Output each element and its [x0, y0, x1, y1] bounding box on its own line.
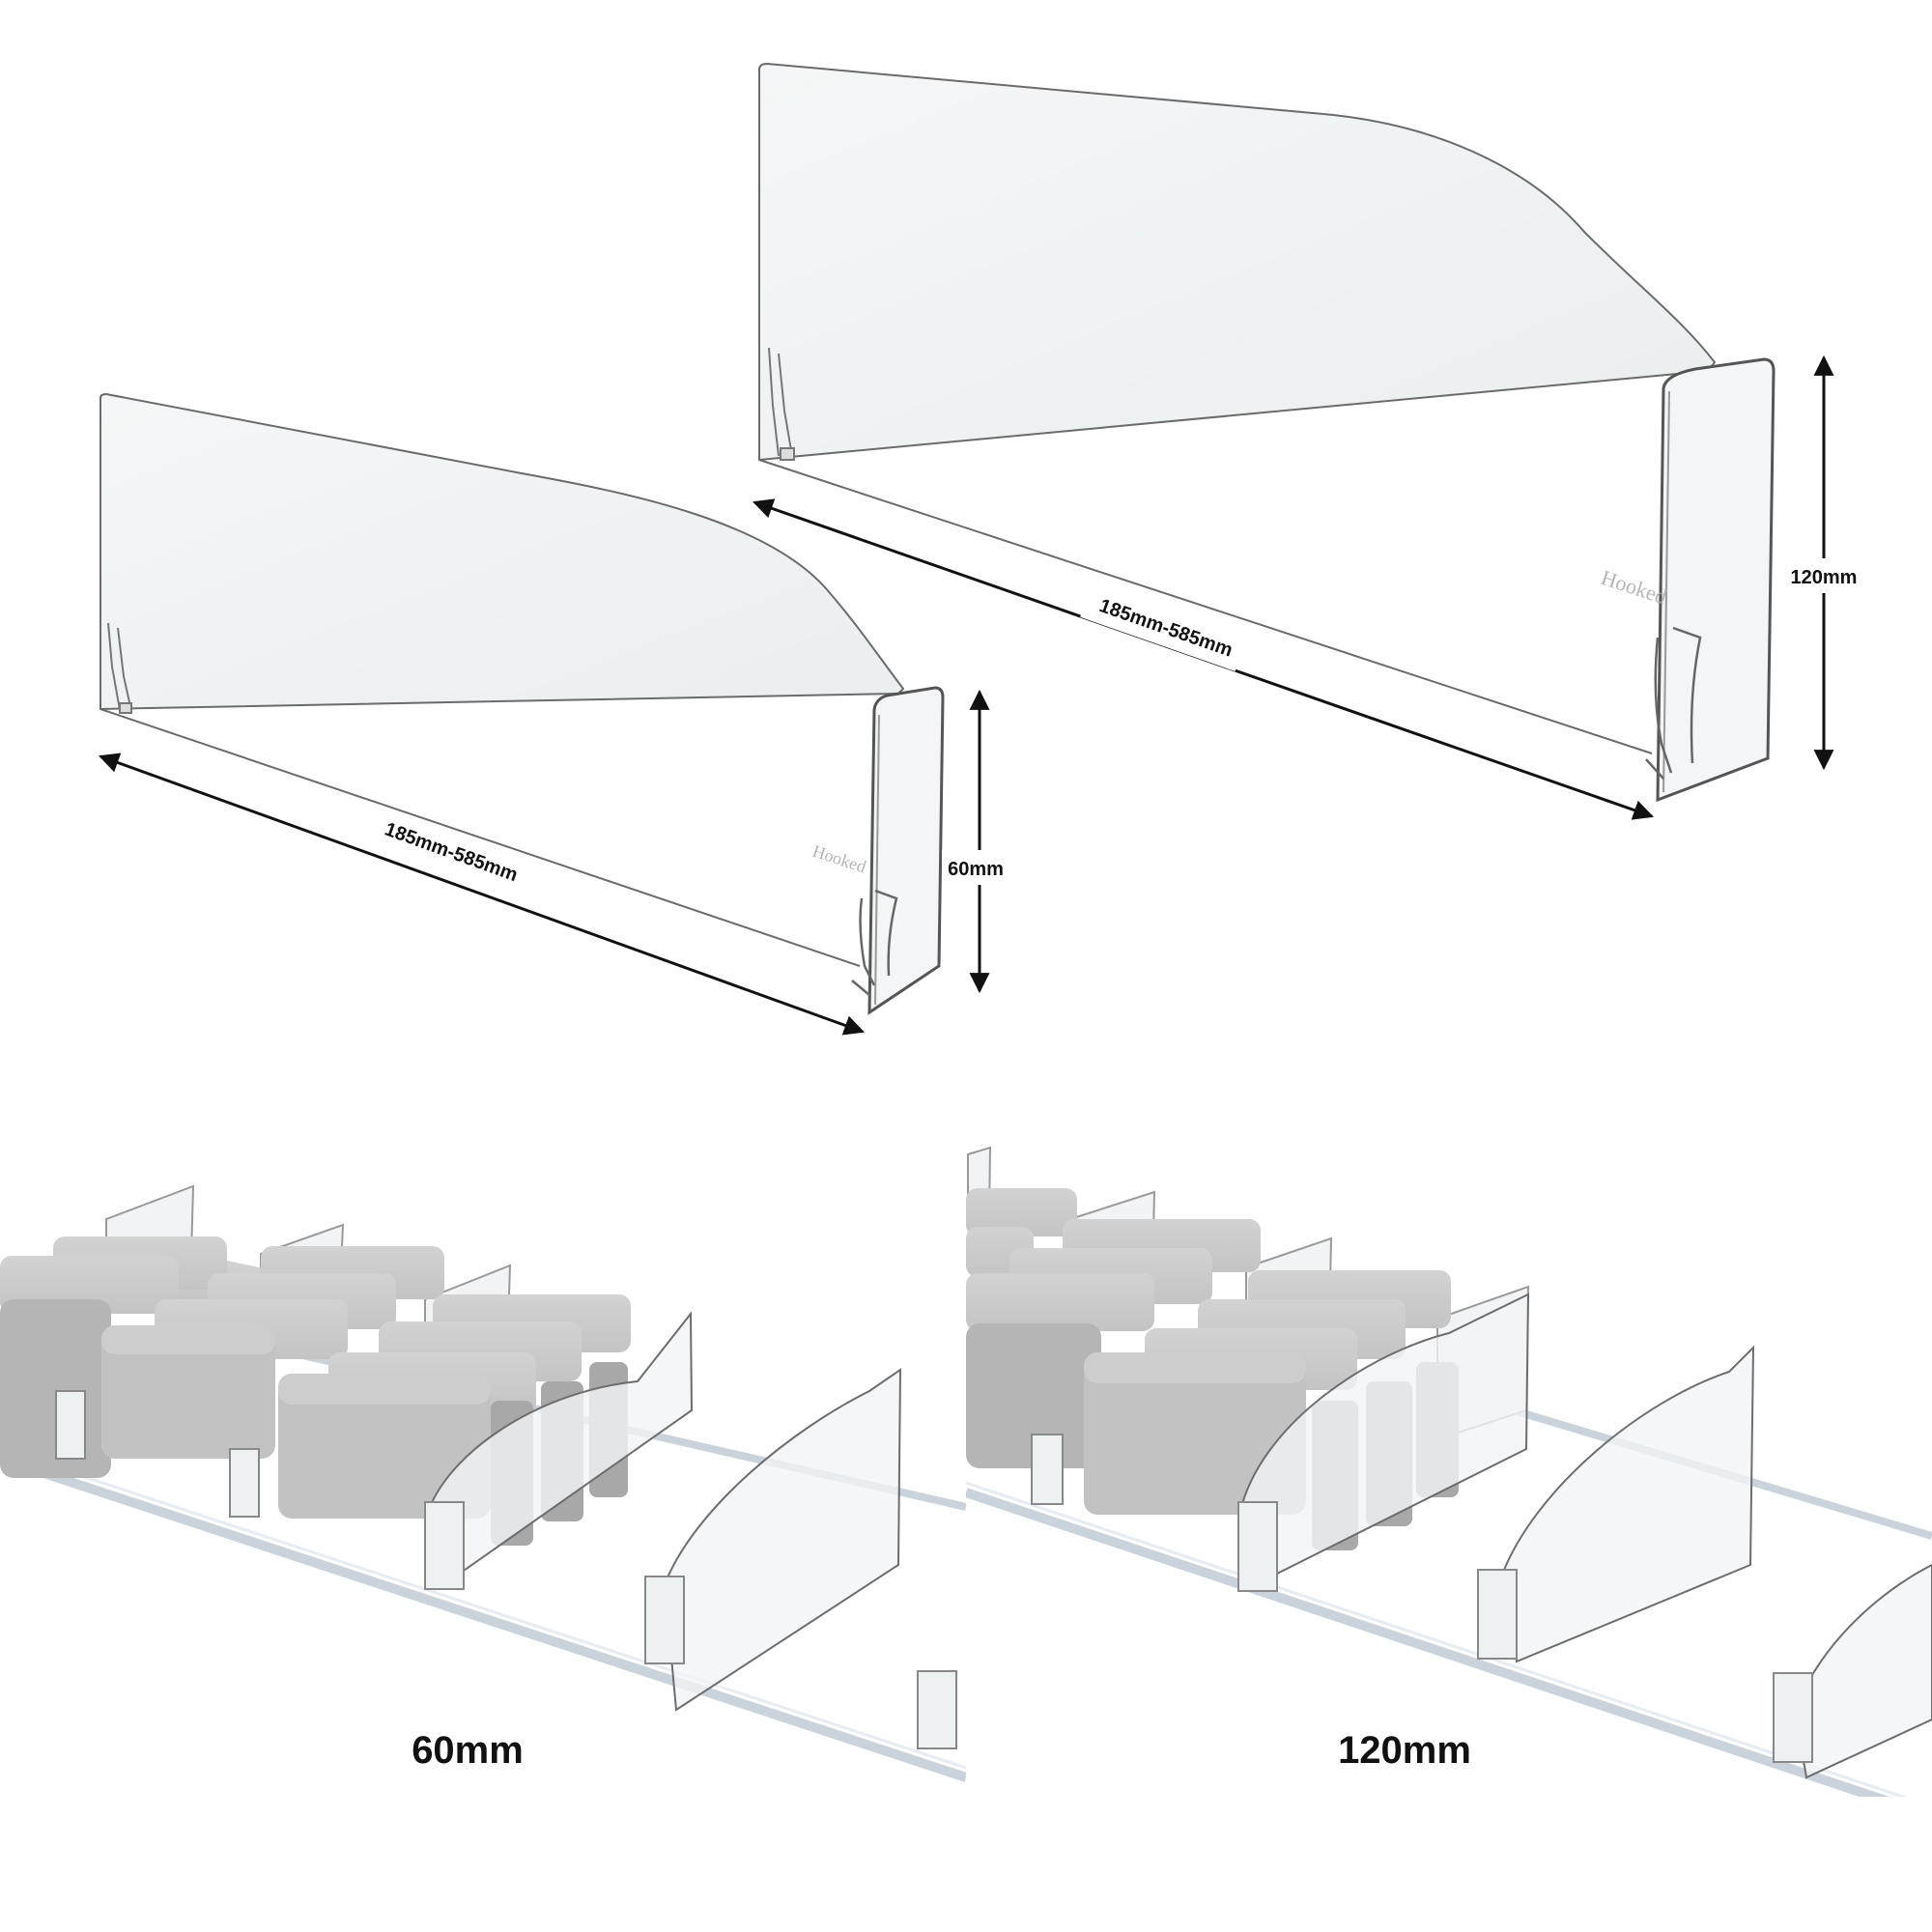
divider-in-use-120mm-a: [1239, 1293, 1530, 1586]
product-blocks-120mm: [966, 1188, 1459, 1550]
caption-60mm: 60mm: [412, 1729, 524, 1772]
shelf-rail-front-120: [966, 1488, 1890, 1797]
caption-120mm: 120mm: [1338, 1729, 1471, 1772]
length-arrow-60mm: [99, 753, 865, 1036]
shelf-scene-120mm: [966, 1146, 1932, 1797]
divider-in-use-60mm-b: [663, 1368, 902, 1712]
shelf-scene-60mm: [0, 1184, 966, 1782]
divider-in-use-120mm-b: [1500, 1345, 1755, 1663]
divider-in-use-60mm-a: [428, 1311, 694, 1586]
height-label-120mm: 120mm: [1791, 567, 1858, 588]
divider-end-plate-60mm: [867, 686, 945, 1015]
divider-120mm-illustration: Hooked 185mm-585mm 120mm: [753, 62, 1872, 820]
divider-panel-120mm: [758, 62, 1717, 462]
divider-60mm-illustration: Hooked 185mm-585mm 60mm: [99, 392, 1019, 1036]
clip-hook-120mm-rear: [768, 347, 795, 461]
clip-hook-60mm-rear: [107, 622, 132, 714]
shelf-rail-front: [0, 1454, 966, 1782]
divider-end-plate-120mm: [1656, 357, 1776, 803]
brand-mark-60mm: Hooked: [810, 841, 868, 877]
height-label-60mm: 60mm: [948, 859, 1004, 880]
brand-mark-120mm: Hooked: [1598, 565, 1669, 609]
